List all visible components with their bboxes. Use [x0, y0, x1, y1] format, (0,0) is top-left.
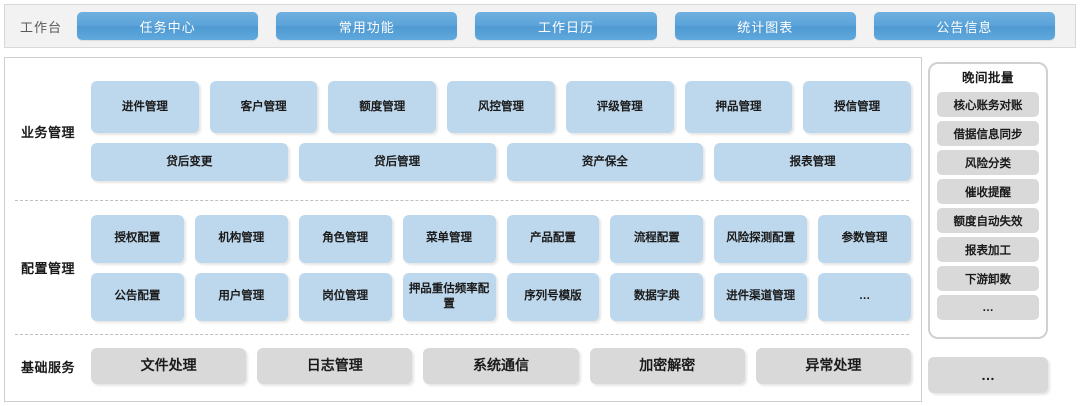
batch-item-collection-reminder[interactable]: 催收提醒: [937, 179, 1039, 204]
module-more-configuration[interactable]: …: [818, 272, 911, 321]
business-row-1: 进件管理 客户管理 额度管理 风控管理 评级管理 押品管理 授信管理: [91, 81, 912, 133]
module-system-communication[interactable]: 系统通信: [423, 348, 579, 384]
section-business-management: 业务管理 进件管理 客户管理 额度管理 风控管理 评级管理 押品管理 授信管理 …: [5, 58, 921, 200]
module-post-loan-management[interactable]: 贷后管理: [298, 143, 496, 181]
top-tab-group: 任务中心 常用功能 工作日历 统计图表 公告信息: [77, 12, 1075, 40]
top-navigation-bar: 工作台 任务中心 常用功能 工作日历 统计图表 公告信息: [4, 4, 1076, 48]
batch-item-iou-info-sync[interactable]: 借据信息同步: [937, 121, 1039, 146]
module-position-management[interactable]: 岗位管理: [298, 272, 392, 321]
batch-item-report-processing[interactable]: 报表加工: [937, 237, 1039, 262]
night-batch-title: 晚间批量: [961, 71, 1014, 85]
module-product-config[interactable]: 产品配置: [506, 214, 600, 263]
module-exception-handling[interactable]: 异常处理: [755, 348, 912, 384]
tab-statistics-chart[interactable]: 统计图表: [674, 12, 856, 40]
configuration-management-rows: 授权配置 机构管理 角色管理 菜单管理 产品配置 流程配置 风险探测配置 参数管…: [91, 214, 921, 321]
divider-business-config: [15, 200, 909, 201]
tab-announcement[interactable]: 公告信息: [873, 12, 1056, 40]
module-credit-limit-management[interactable]: 额度管理: [328, 81, 437, 133]
basic-services-rows: 文件处理 日志管理 系统通信 加密解密 异常处理: [91, 348, 921, 384]
batch-item-more[interactable]: …: [937, 295, 1039, 320]
batch-item-core-account-reconciliation[interactable]: 核心账务对账: [937, 92, 1039, 117]
module-menu-management[interactable]: 菜单管理: [402, 214, 496, 263]
module-collateral-revaluation-frequency-config[interactable]: 押品重估频率配置: [402, 272, 496, 321]
module-encryption-decryption[interactable]: 加密解密: [589, 348, 745, 384]
tab-task-center[interactable]: 任务中心: [77, 12, 259, 40]
configuration-row-2: 公告配置 用户管理 岗位管理 押品重估频率配置 序列号模版 数据字典 进件渠道管…: [91, 272, 911, 321]
section-label-configuration-management: 配置管理: [20, 261, 75, 276]
module-organization-management[interactable]: 机构管理: [194, 214, 288, 263]
module-collateral-management[interactable]: 押品管理: [684, 81, 793, 133]
batch-item-downstream-data-unload[interactable]: 下游卸数: [937, 266, 1039, 291]
module-post-loan-change[interactable]: 贷后变更: [91, 143, 288, 181]
module-asset-preservation[interactable]: 资产保全: [506, 143, 704, 181]
batch-item-risk-classification[interactable]: 风险分类: [937, 150, 1039, 175]
module-process-config[interactable]: 流程配置: [610, 214, 704, 263]
tab-common-functions[interactable]: 常用功能: [276, 12, 458, 40]
module-data-dictionary[interactable]: 数据字典: [610, 272, 704, 321]
module-file-processing[interactable]: 文件处理: [91, 348, 247, 384]
business-row-2: 贷后变更 贷后管理 资产保全 报表管理: [91, 143, 911, 181]
section-basic-services: 基础服务 文件处理 日志管理 系统通信 加密解密 异常处理: [5, 335, 921, 397]
module-log-management[interactable]: 日志管理: [257, 348, 413, 384]
module-authorization-config[interactable]: 授权配置: [91, 214, 184, 263]
tab-work-calendar[interactable]: 工作日历: [475, 12, 657, 40]
configuration-row-1: 授权配置 机构管理 角色管理 菜单管理 产品配置 流程配置 风险探测配置 参数管…: [91, 214, 911, 263]
night-batch-panel: 晚间批量 核心账务对账 借据信息同步 风险分类 催收提醒 额度自动失效 报表加工…: [928, 62, 1048, 339]
business-management-rows: 进件管理 客户管理 额度管理 风控管理 评级管理 押品管理 授信管理 贷后变更 …: [91, 81, 921, 181]
module-announcement-config[interactable]: 公告配置: [91, 272, 184, 321]
module-risk-control-management[interactable]: 风控管理: [447, 81, 555, 133]
module-rating-management[interactable]: 评级管理: [565, 81, 674, 133]
module-risk-detection-config[interactable]: 风险探测配置: [714, 214, 808, 263]
main-module-panel: 业务管理 进件管理 客户管理 额度管理 风控管理 评级管理 押品管理 授信管理 …: [4, 57, 922, 402]
module-parameter-management[interactable]: 参数管理: [818, 214, 911, 263]
section-label-basic-services: 基础服务: [20, 359, 75, 375]
module-serial-number-template[interactable]: 序列号模版: [506, 272, 600, 321]
workbench-label: 工作台: [19, 19, 62, 35]
module-customer-management[interactable]: 客户管理: [209, 81, 318, 133]
module-credit-granting-management[interactable]: 授信管理: [803, 81, 912, 133]
section-configuration-management: 配置管理 授权配置 机构管理 角色管理 菜单管理 产品配置 流程配置 风险探测配…: [5, 201, 921, 334]
batch-item-credit-limit-auto-expire[interactable]: 额度自动失效: [937, 208, 1039, 233]
basic-services-more-button[interactable]: …: [928, 357, 1048, 393]
section-label-business-management: 业务管理: [20, 124, 75, 140]
module-user-management[interactable]: 用户管理: [194, 272, 288, 321]
divider-config-basic: [15, 334, 909, 335]
basic-services-row-1: 文件处理 日志管理 系统通信 加密解密 异常处理: [91, 348, 912, 384]
module-report-management[interactable]: 报表管理: [714, 143, 911, 181]
module-intake-management[interactable]: 进件管理: [91, 81, 199, 133]
module-intake-channel-management[interactable]: 进件渠道管理: [714, 272, 808, 321]
module-role-management[interactable]: 角色管理: [298, 214, 392, 263]
